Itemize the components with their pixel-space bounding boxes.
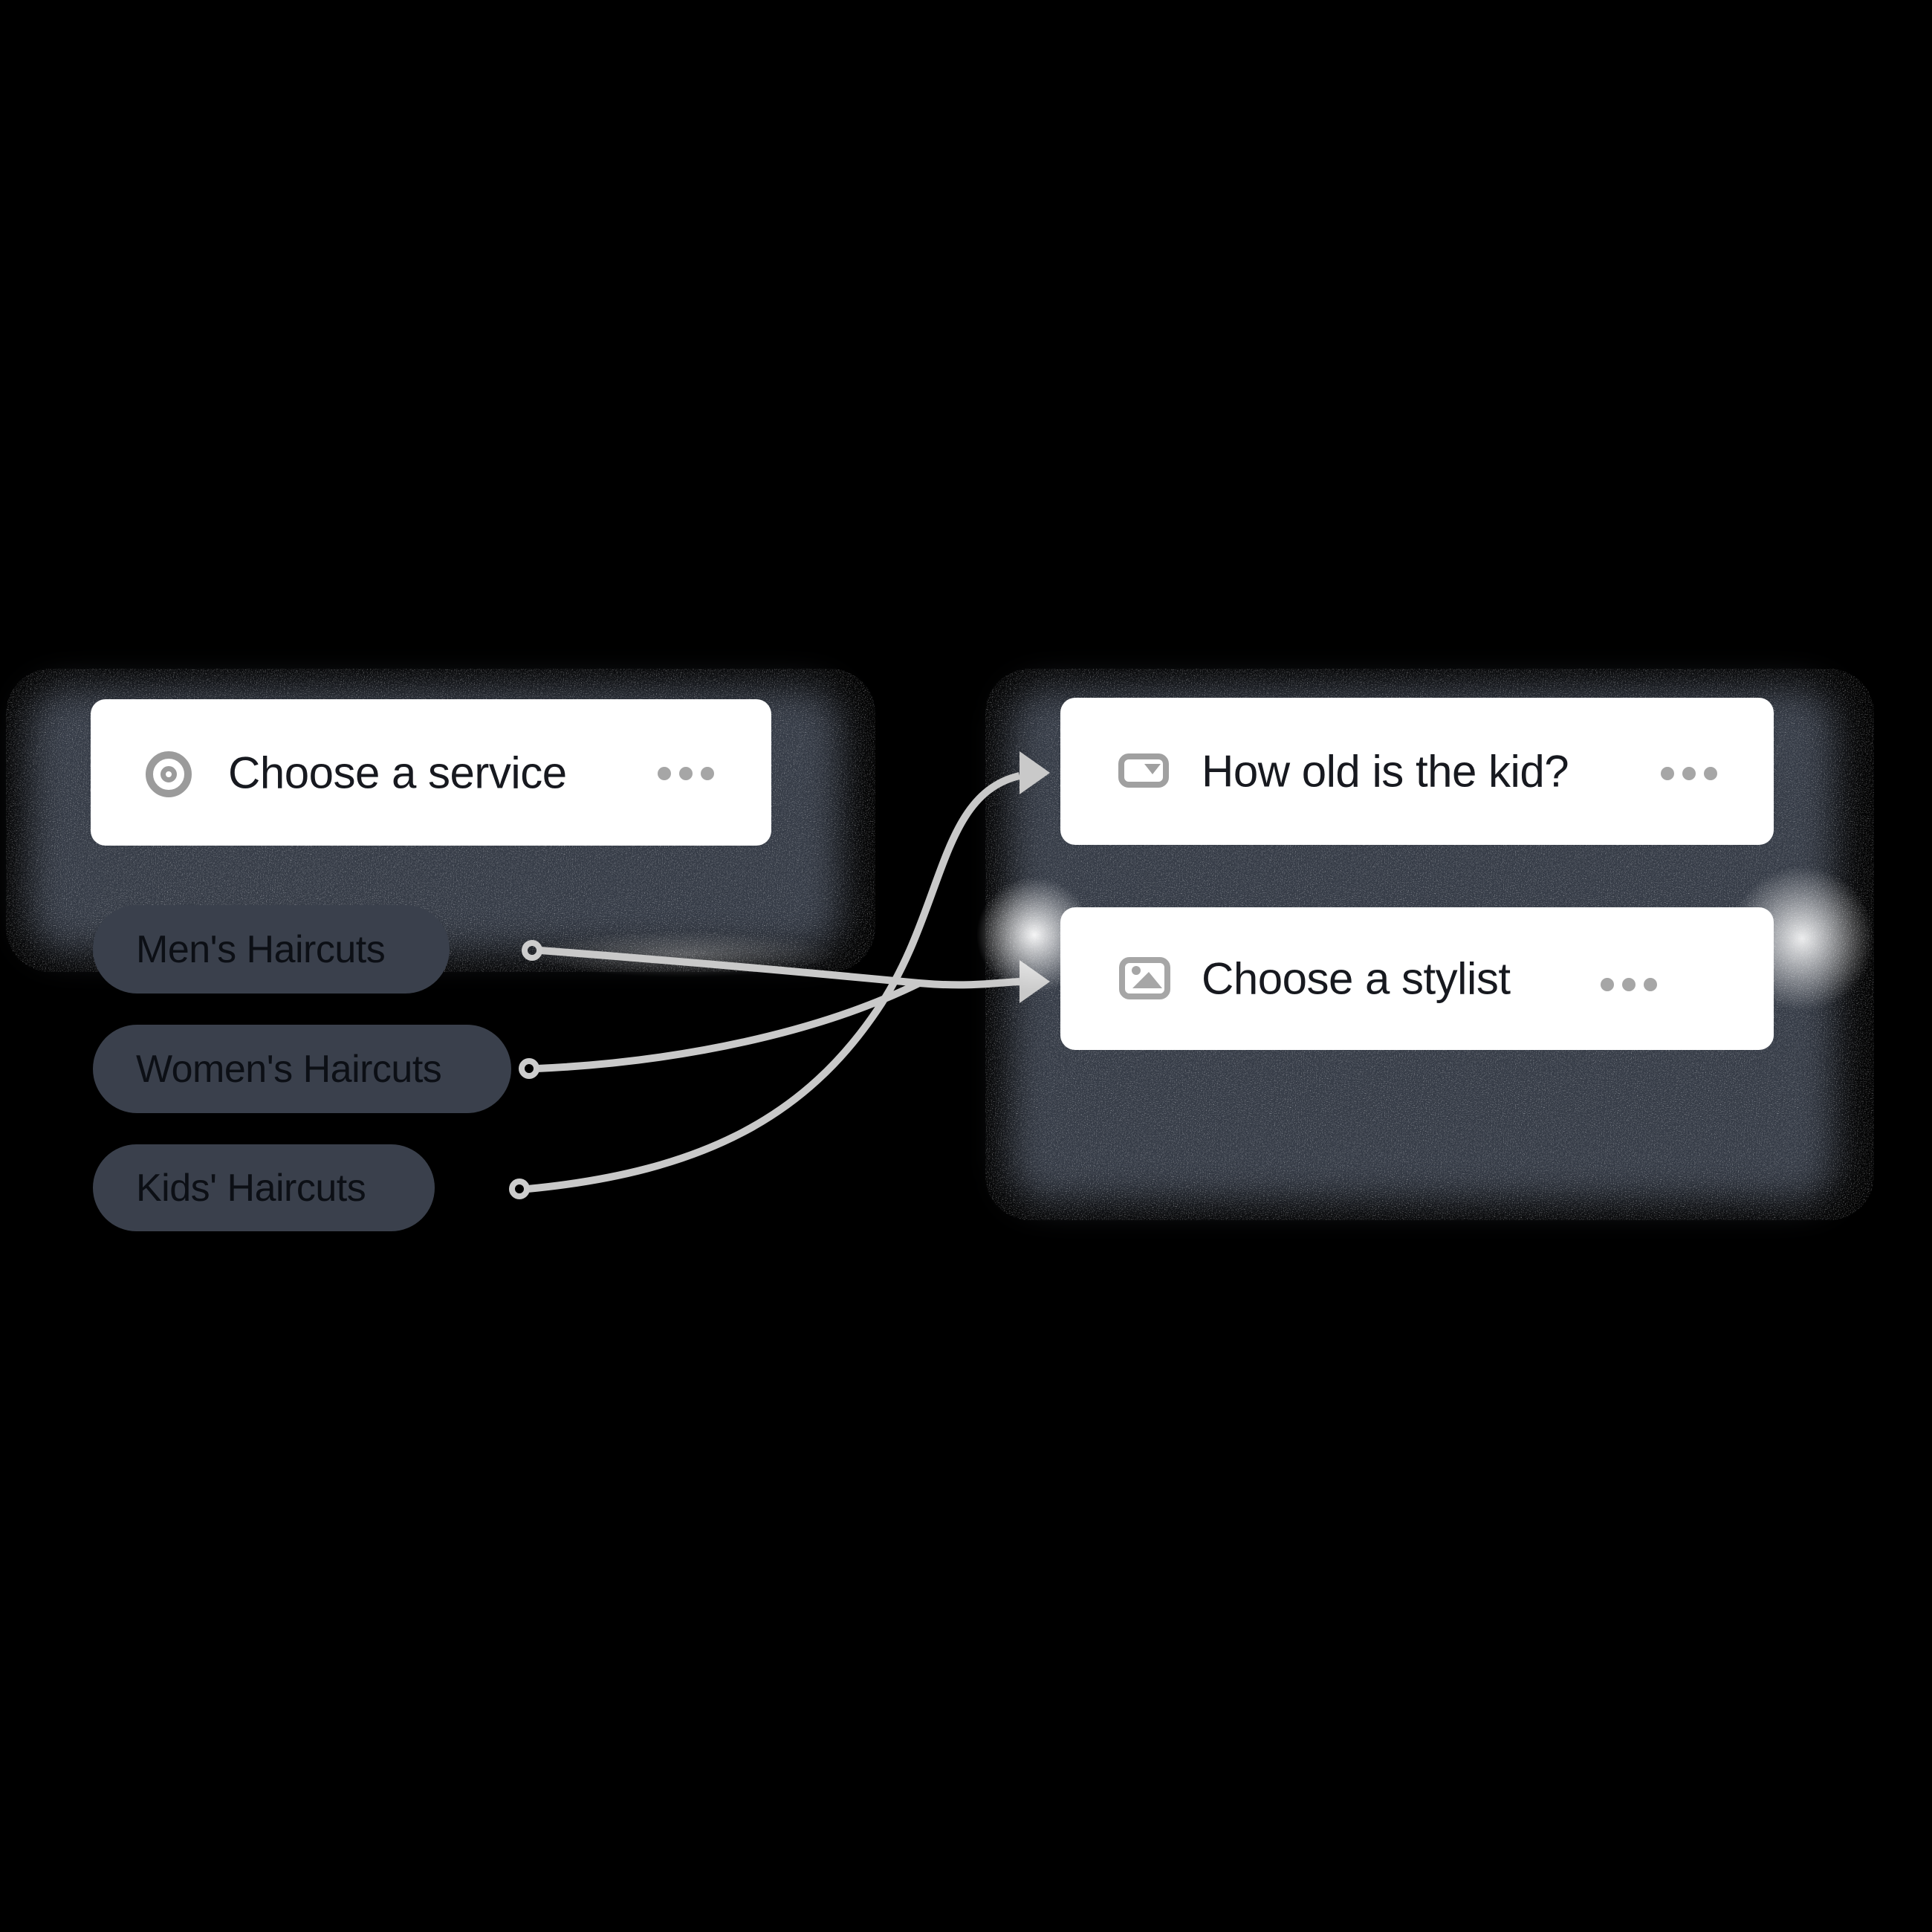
card-title: How old is the kid?: [1202, 746, 1569, 797]
card-choose-a-service[interactable]: Choose a service: [91, 699, 771, 846]
option-label: Kids' Haircuts: [136, 1166, 366, 1210]
connector-women-to-stylist: [537, 979, 921, 1072]
connection-handle-men[interactable]: [522, 940, 542, 961]
more-options-icon[interactable]: [1601, 978, 1657, 991]
card-choose-a-stylist[interactable]: Choose a stylist: [1060, 907, 1774, 1050]
connection-handle-women[interactable]: [519, 1058, 539, 1079]
connector-men-to-stylist: [539, 947, 1020, 989]
option-pill-womens-haircuts[interactable]: Women's Haircuts: [93, 1025, 511, 1113]
card-title: Choose a service: [228, 748, 567, 797]
card-how-old-is-the-kid[interactable]: How old is the kid?: [1060, 698, 1774, 845]
image-icon: [1119, 957, 1170, 999]
arrowhead-age-card: [1020, 751, 1050, 794]
arrowhead-stylist-card: [1020, 960, 1050, 1003]
option-label: Men's Haircuts: [136, 927, 386, 971]
option-label: Women's Haircuts: [136, 1047, 442, 1091]
connection-handle-kids[interactable]: [509, 1179, 530, 1199]
card-title: Choose a stylist: [1202, 953, 1511, 1004]
dropdown-field-icon: [1118, 753, 1169, 788]
option-pill-mens-haircuts[interactable]: Men's Haircuts: [93, 905, 450, 993]
target-icon: [146, 751, 192, 797]
more-options-icon[interactable]: [1661, 767, 1717, 780]
more-options-icon[interactable]: [658, 767, 714, 780]
option-pill-kids-haircuts[interactable]: Kids' Haircuts: [93, 1144, 435, 1231]
connector-kids-to-age: [527, 772, 1021, 1193]
